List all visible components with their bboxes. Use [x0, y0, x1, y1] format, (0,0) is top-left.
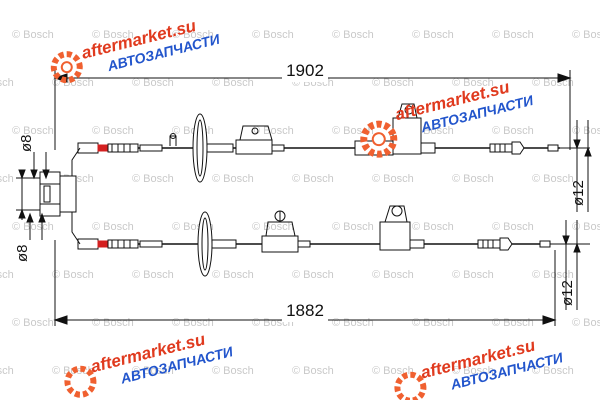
logo-bottom-right: aftermarket.su АВТОЗАПЧАСТИ	[394, 335, 565, 404]
right-bottom-diameter-label: ø12	[559, 280, 576, 306]
watermark-text: © Bosch	[12, 29, 54, 41]
watermark-text: © Bosch	[452, 269, 494, 281]
watermark-text: © Bosch	[12, 125, 54, 137]
gear-icon	[360, 120, 398, 158]
watermark-text: © Bosch	[0, 77, 14, 89]
watermark-text: © Bosch	[372, 269, 414, 281]
watermark-text: © Bosch	[212, 269, 254, 281]
watermark-text: © Bosch	[92, 221, 134, 233]
watermark-text: © Bosch	[212, 173, 254, 185]
watermark-text: © Bosch	[132, 77, 174, 89]
watermark-text: © Bosch	[252, 125, 294, 137]
watermark-text: © Bosch	[572, 317, 600, 329]
bottom-length-bg	[282, 300, 328, 322]
watermark-text: © Bosch	[172, 125, 214, 137]
right-top-diameter-leader	[573, 120, 592, 212]
watermark-text: © Bosch	[92, 125, 134, 137]
watermark-text: © Bosch	[492, 221, 534, 233]
top-cable	[77, 103, 590, 183]
left-top-diameter-leader	[30, 152, 50, 180]
top-length-bg	[282, 60, 328, 82]
watermark-text: © Bosch	[212, 365, 254, 377]
watermark-text: © Bosch	[52, 269, 94, 281]
watermark-text: © Bosch	[172, 29, 214, 41]
watermark-text: © Bosch	[452, 77, 494, 89]
watermark-text: © Bosch	[92, 29, 134, 41]
watermark-text: © Bosch	[0, 365, 14, 377]
left-end-detail	[16, 147, 81, 245]
watermark-text: © Bosch	[572, 221, 600, 233]
logo-bottom-left: aftermarket.su АВТОЗАПЧАСТИ	[64, 329, 235, 398]
watermark-text: © Bosch	[252, 221, 294, 233]
left-bottom-diameter-leader	[26, 212, 46, 240]
watermark-text: © Bosch	[12, 221, 54, 233]
watermark-text: © Bosch	[292, 365, 334, 377]
watermark-text: © Bosch	[492, 125, 534, 137]
watermark-text: © Bosch	[452, 173, 494, 185]
watermark-text: © Bosch	[532, 173, 574, 185]
watermark-text: © Bosch	[0, 269, 14, 281]
watermark-text: © Bosch	[0, 173, 14, 185]
watermark-text: © Bosch	[332, 125, 374, 137]
watermark-text: © Bosch	[132, 269, 174, 281]
watermark-text: © Bosch	[292, 173, 334, 185]
right-bottom-diameter-leader	[562, 220, 581, 310]
watermark-text: © Bosch	[252, 29, 294, 41]
watermark-text: © Bosch	[412, 317, 454, 329]
watermark-text: © Bosch	[172, 317, 214, 329]
gear-icon	[50, 51, 83, 84]
watermark-text: © Bosch	[412, 29, 454, 41]
watermark-text: © Bosch	[132, 365, 174, 377]
watermark-text: © Bosch	[332, 29, 374, 41]
watermark-text: © Bosch	[372, 77, 414, 89]
right-top-diameter-label: ø12	[570, 180, 587, 206]
watermark-text: © Bosch	[492, 29, 534, 41]
watermark-text: © Bosch	[572, 29, 600, 41]
logo-top-left: aftermarket.su АВТОЗАПЧАСТИ	[50, 16, 222, 84]
watermark-text: © Bosch	[332, 317, 374, 329]
watermark-text: © Bosch	[92, 317, 134, 329]
watermark-text: © Bosch	[492, 317, 534, 329]
watermark-text: © Bosch	[332, 221, 374, 233]
gear-icon	[64, 365, 97, 398]
bottom-cable	[77, 205, 590, 277]
watermark-text: © Bosch	[212, 77, 254, 89]
watermark-text: © Bosch	[532, 269, 574, 281]
top-length-label: 1902	[286, 61, 324, 80]
watermark-text: © Bosch	[292, 269, 334, 281]
bottom-length-label: 1882	[286, 301, 324, 320]
watermark-text: © Bosch	[452, 365, 494, 377]
watermark-text: © Bosch	[12, 317, 54, 329]
watermark-text: © Bosch	[572, 125, 600, 137]
watermark-text: © Bosch	[372, 173, 414, 185]
watermark-text: © Bosch	[412, 221, 454, 233]
watermark-text: © Bosch	[372, 365, 414, 377]
watermark-text: © Bosch	[532, 365, 574, 377]
left-bottom-diameter-label: ø8	[14, 244, 31, 262]
watermark-text: © Bosch	[132, 173, 174, 185]
left-top-diameter-label: ø8	[18, 134, 35, 152]
watermark-text: © Bosch	[412, 125, 454, 137]
